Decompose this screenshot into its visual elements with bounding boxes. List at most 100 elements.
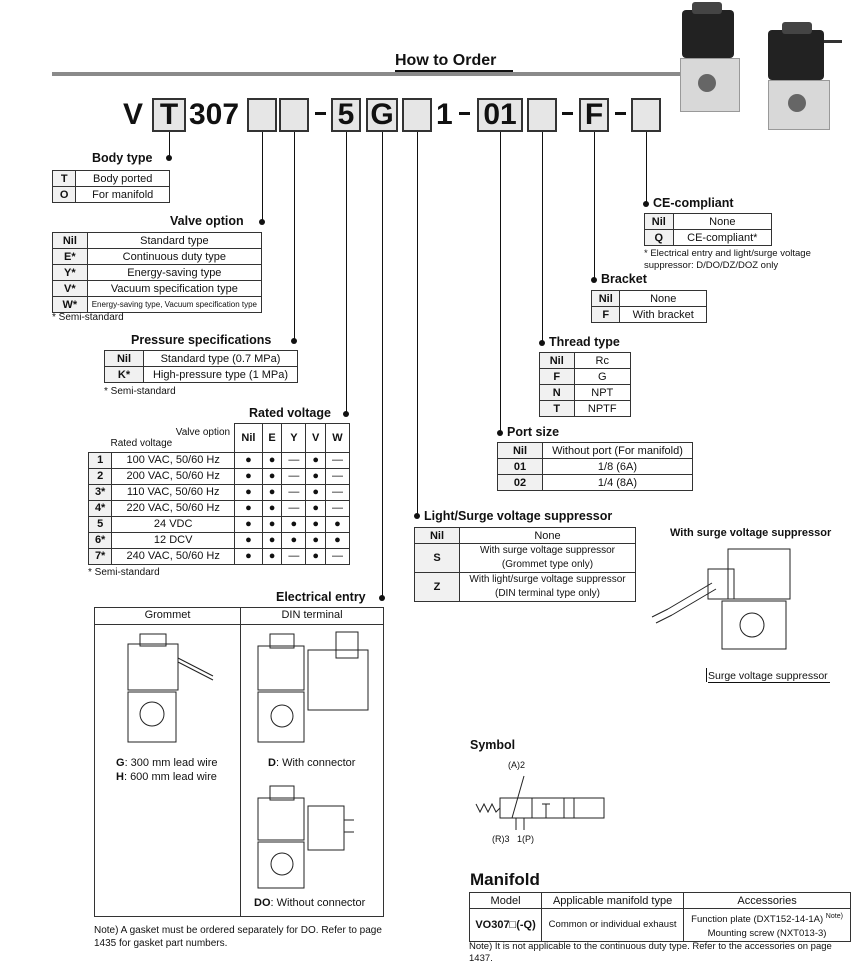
dot-pressure [291, 338, 297, 344]
symbol-a: (A)2 [508, 760, 526, 770]
dot-ce [643, 201, 649, 207]
valve-option-note: * Semi-standard [52, 312, 124, 323]
symbol-title: Symbol [470, 738, 516, 752]
ce-title: CE-compliant [653, 196, 734, 210]
line-body-type [169, 132, 170, 158]
code-box-valve-option [247, 98, 277, 132]
light-title: Light/Surge voltage suppressor [424, 509, 613, 523]
code-box-ce [631, 98, 661, 132]
dot-port [497, 430, 503, 436]
pressure-title: Pressure specifications [131, 333, 272, 347]
code-dash-3 [562, 112, 573, 115]
table-row: 6*12 DCV●●●●● [87, 531, 351, 549]
pressure-note: * Semi-standard [104, 386, 176, 397]
g-lead-wire: G: 300 mm lead wire [116, 757, 218, 769]
code-box-bracket: F [579, 98, 609, 132]
code-box-entry: G [366, 98, 398, 132]
line-entry [382, 132, 383, 597]
code-dash-4 [615, 112, 626, 115]
dot-entry [379, 595, 385, 601]
port-title: Port size [507, 425, 560, 439]
line-port [500, 132, 501, 432]
dot-voltage [343, 411, 349, 417]
table-row: 7*240 VAC, 50/60 Hz●●—●— [87, 547, 351, 565]
code-box-t: T [152, 98, 186, 132]
grommet-header: Grommet [144, 609, 191, 621]
grommet-valve-drawing [127, 633, 214, 743]
product-photo-2 [764, 20, 844, 130]
voltage-table: Valve option Rated voltage Nil E Y V W 1… [87, 423, 351, 565]
code-box-pressure [279, 98, 309, 132]
valve-option-title: Valve option [170, 214, 244, 228]
din-without-connector-drawing [257, 785, 354, 889]
header-rule [52, 72, 692, 76]
table-row: Y*Energy-saving type [52, 264, 263, 281]
surge-label: Surge voltage suppressor [708, 670, 830, 683]
do-without-connector: DO: Without connector [254, 897, 366, 909]
body-type-title: Body type [92, 151, 153, 165]
code-dash-1 [315, 112, 326, 115]
h-lead-wire: H: 600 mm lead wire [116, 771, 217, 783]
dot-thread [539, 340, 545, 346]
line-valve-option [262, 132, 263, 222]
line-bracket [594, 132, 595, 280]
product-photo-1 [676, 2, 748, 114]
table-row: W*Energy-saving type, Vacuum specificati… [52, 296, 263, 313]
line-thread [542, 132, 543, 342]
table-row: 4*220 VAC, 50/60 Hz●●—●— [87, 499, 351, 517]
code-one: 1 [436, 98, 453, 131]
manifold-title: Manifold [470, 870, 540, 889]
symbol-r: (R)3 [492, 834, 510, 844]
table-row: 3*110 VAC, 50/60 Hz●●—●— [87, 483, 351, 501]
ce-note: * Electrical entry and light/surge volta… [644, 248, 811, 271]
manifold-table: Model Applicable manifold type Accessori… [468, 892, 851, 942]
table-row: E*Continuous duty type [52, 248, 263, 265]
code-box-light [402, 98, 432, 132]
line-pressure [294, 132, 295, 340]
dot-light [414, 513, 420, 519]
manifold-note: Note) It is not applicable to the contin… [469, 941, 832, 964]
voltage-title: Rated voltage [249, 406, 331, 420]
table-row: K*High-pressure type (1 MPa) [104, 366, 298, 383]
line-voltage [346, 132, 347, 414]
code-box-thread [527, 98, 557, 132]
din-with-connector-drawing [257, 631, 369, 743]
line-ce [646, 132, 647, 204]
code-box-port: 01 [477, 98, 523, 132]
title-underline [395, 70, 513, 72]
dot-valve-option [259, 219, 265, 225]
thread-title: Thread type [549, 335, 620, 349]
din-header: DIN terminal [281, 609, 343, 621]
voltage-note: * Semi-standard [88, 567, 160, 578]
surge-label-line [706, 668, 707, 682]
entry-panel: Grommet DIN terminal [94, 607, 384, 917]
code-v: V [123, 98, 144, 131]
symbol-p: 1(P) [517, 834, 535, 844]
bracket-title: Bracket [601, 272, 647, 286]
table-row: V*Vacuum specification type [52, 280, 263, 297]
surge-valve-drawing [651, 548, 791, 650]
